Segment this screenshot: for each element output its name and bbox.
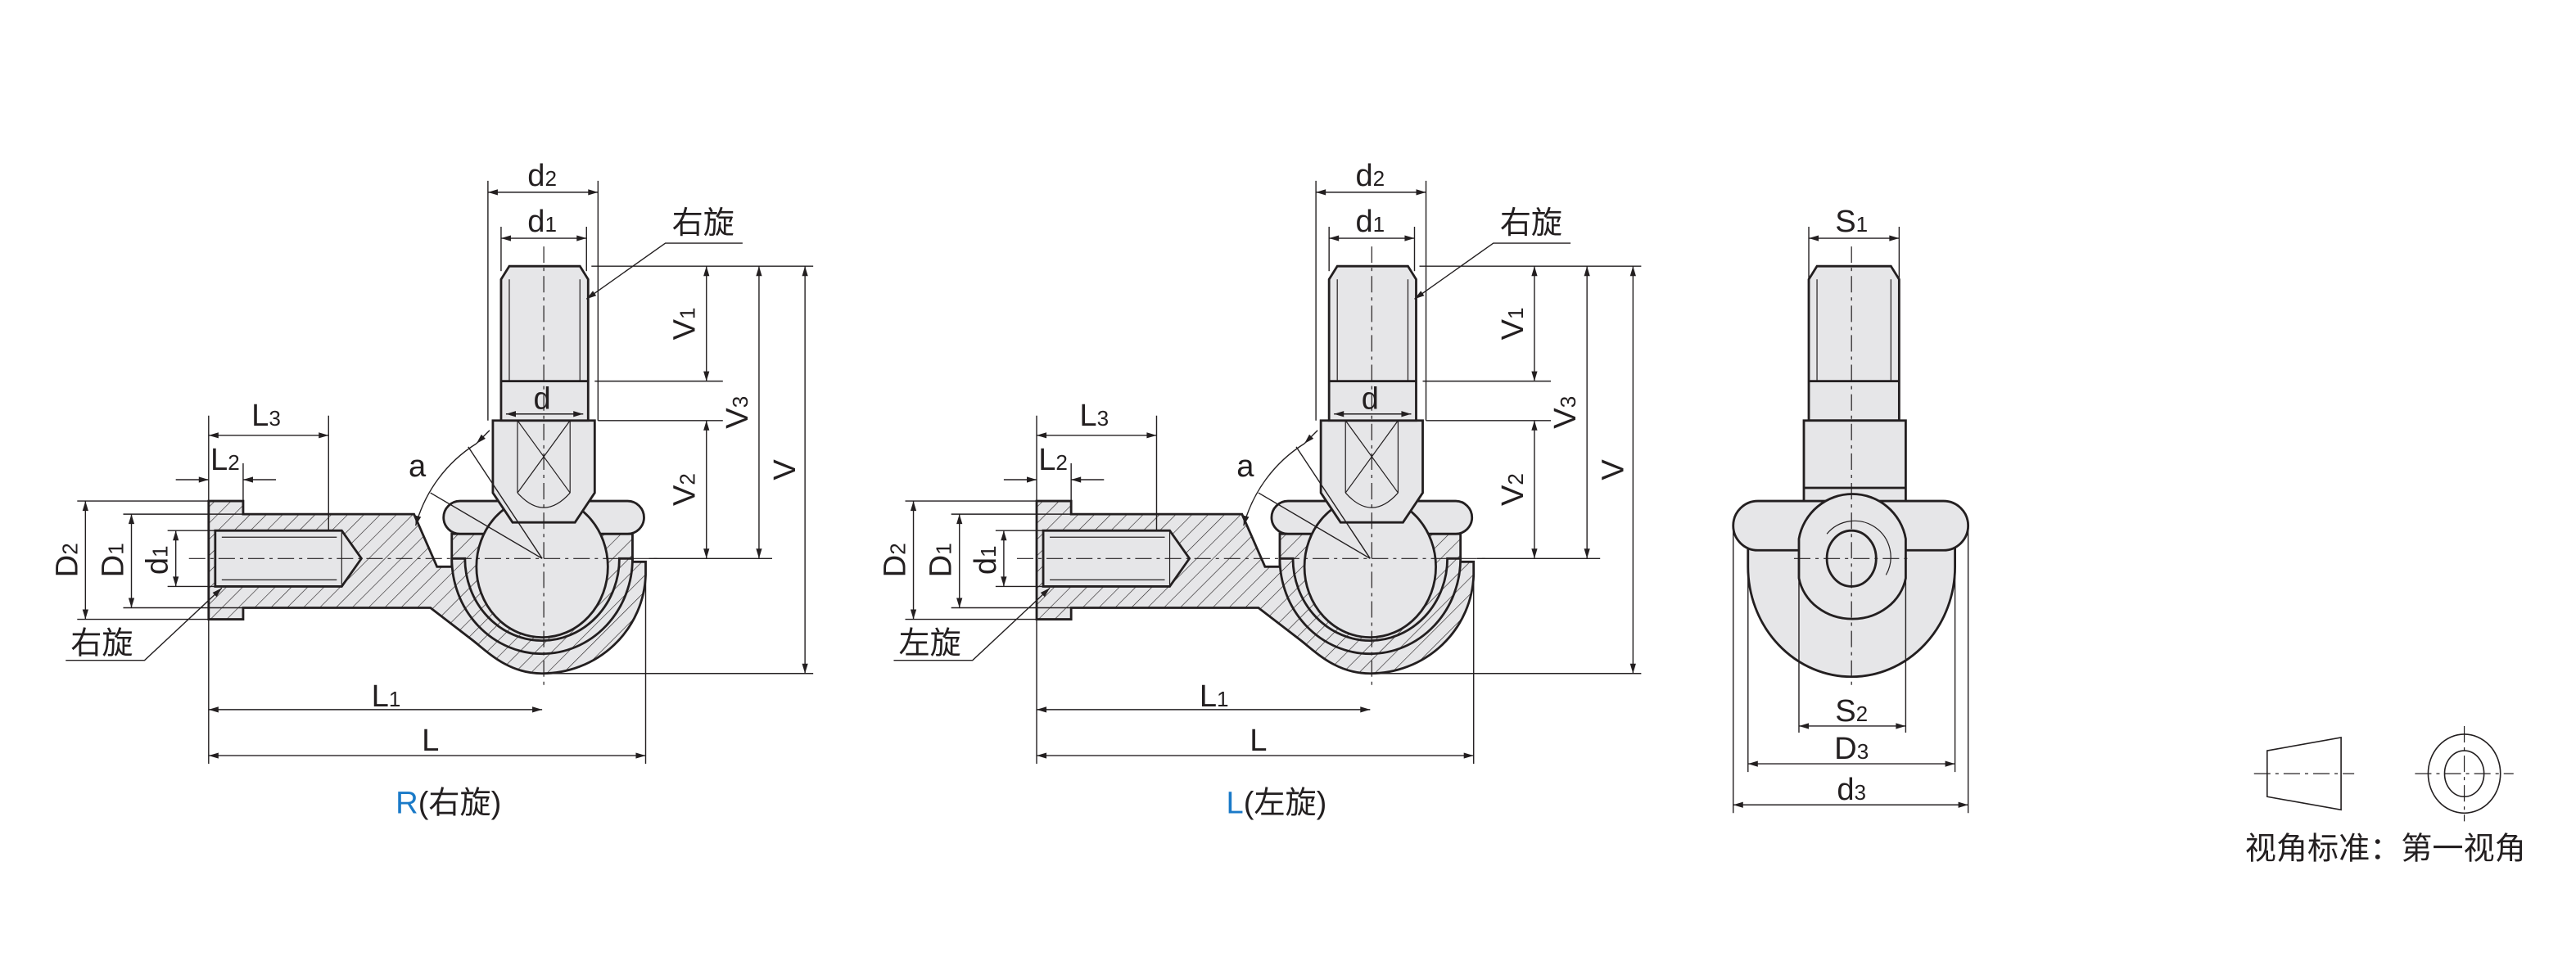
- dim-L3: L3: [1079, 398, 1109, 433]
- right-hand-view: d2 d1 d V1 V2 V3 V L3 L2 a D2 D1 d1 L1 L…: [49, 158, 813, 820]
- dim-S2: S2: [1835, 693, 1868, 729]
- side-view: S1 S2 D3 d3: [1732, 204, 1970, 814]
- dim-V: V: [767, 459, 802, 480]
- dim-V2: V2: [667, 473, 703, 506]
- thread-direction-bottom: 左旋: [899, 626, 961, 661]
- dim-V2: V2: [1495, 473, 1530, 506]
- dim-V3: V3: [1548, 396, 1583, 429]
- thread-direction-top: 右旋: [1500, 205, 1562, 241]
- dim-L1: L1: [1200, 679, 1229, 714]
- first-angle-projection-symbol: 视角标准：第一视角: [2245, 725, 2526, 866]
- view-caption: R(右旋): [395, 785, 501, 820]
- dim-d1: d1: [527, 204, 557, 239]
- dim-a: a: [1236, 449, 1254, 484]
- dim-a: a: [409, 449, 427, 484]
- dim-d3: d3: [1837, 772, 1866, 807]
- left-hand-view: d2 d1 d V1 V2 V3 V L3 L2 a D2 D1 d1 L1 L…: [878, 158, 1642, 820]
- dim-L3: L3: [251, 398, 281, 433]
- view-caption: L(左旋): [1227, 785, 1327, 820]
- dim-d: d: [534, 381, 551, 417]
- dim-L: L: [422, 723, 439, 758]
- dim-V1: V1: [667, 307, 703, 340]
- dim-D1: D1: [924, 543, 959, 577]
- dim-S1: S1: [1835, 204, 1868, 239]
- dim-L1: L1: [372, 679, 401, 714]
- dim-d1-hole: d1: [140, 545, 175, 575]
- thread-direction-bottom: 右旋: [70, 626, 133, 661]
- dim-D1: D1: [95, 543, 130, 577]
- dim-V1: V1: [1495, 307, 1530, 340]
- dim-L: L: [1250, 723, 1267, 758]
- dim-D3: D3: [1834, 731, 1869, 766]
- dim-V3: V3: [720, 396, 755, 429]
- dim-D2: D2: [878, 543, 913, 577]
- dim-L2: L2: [210, 442, 240, 477]
- dim-V: V: [1595, 459, 1630, 480]
- dim-d1-hole: d1: [968, 545, 1003, 575]
- dim-d2: d2: [527, 158, 557, 193]
- thread-direction-top: 右旋: [672, 205, 734, 241]
- dim-d2: d2: [1355, 158, 1385, 193]
- dim-D2: D2: [49, 543, 84, 577]
- dim-d1: d1: [1355, 204, 1385, 239]
- dim-d: d: [1362, 381, 1379, 417]
- dim-L2: L2: [1038, 442, 1068, 477]
- projection-label: 视角标准：第一视角: [2245, 831, 2526, 866]
